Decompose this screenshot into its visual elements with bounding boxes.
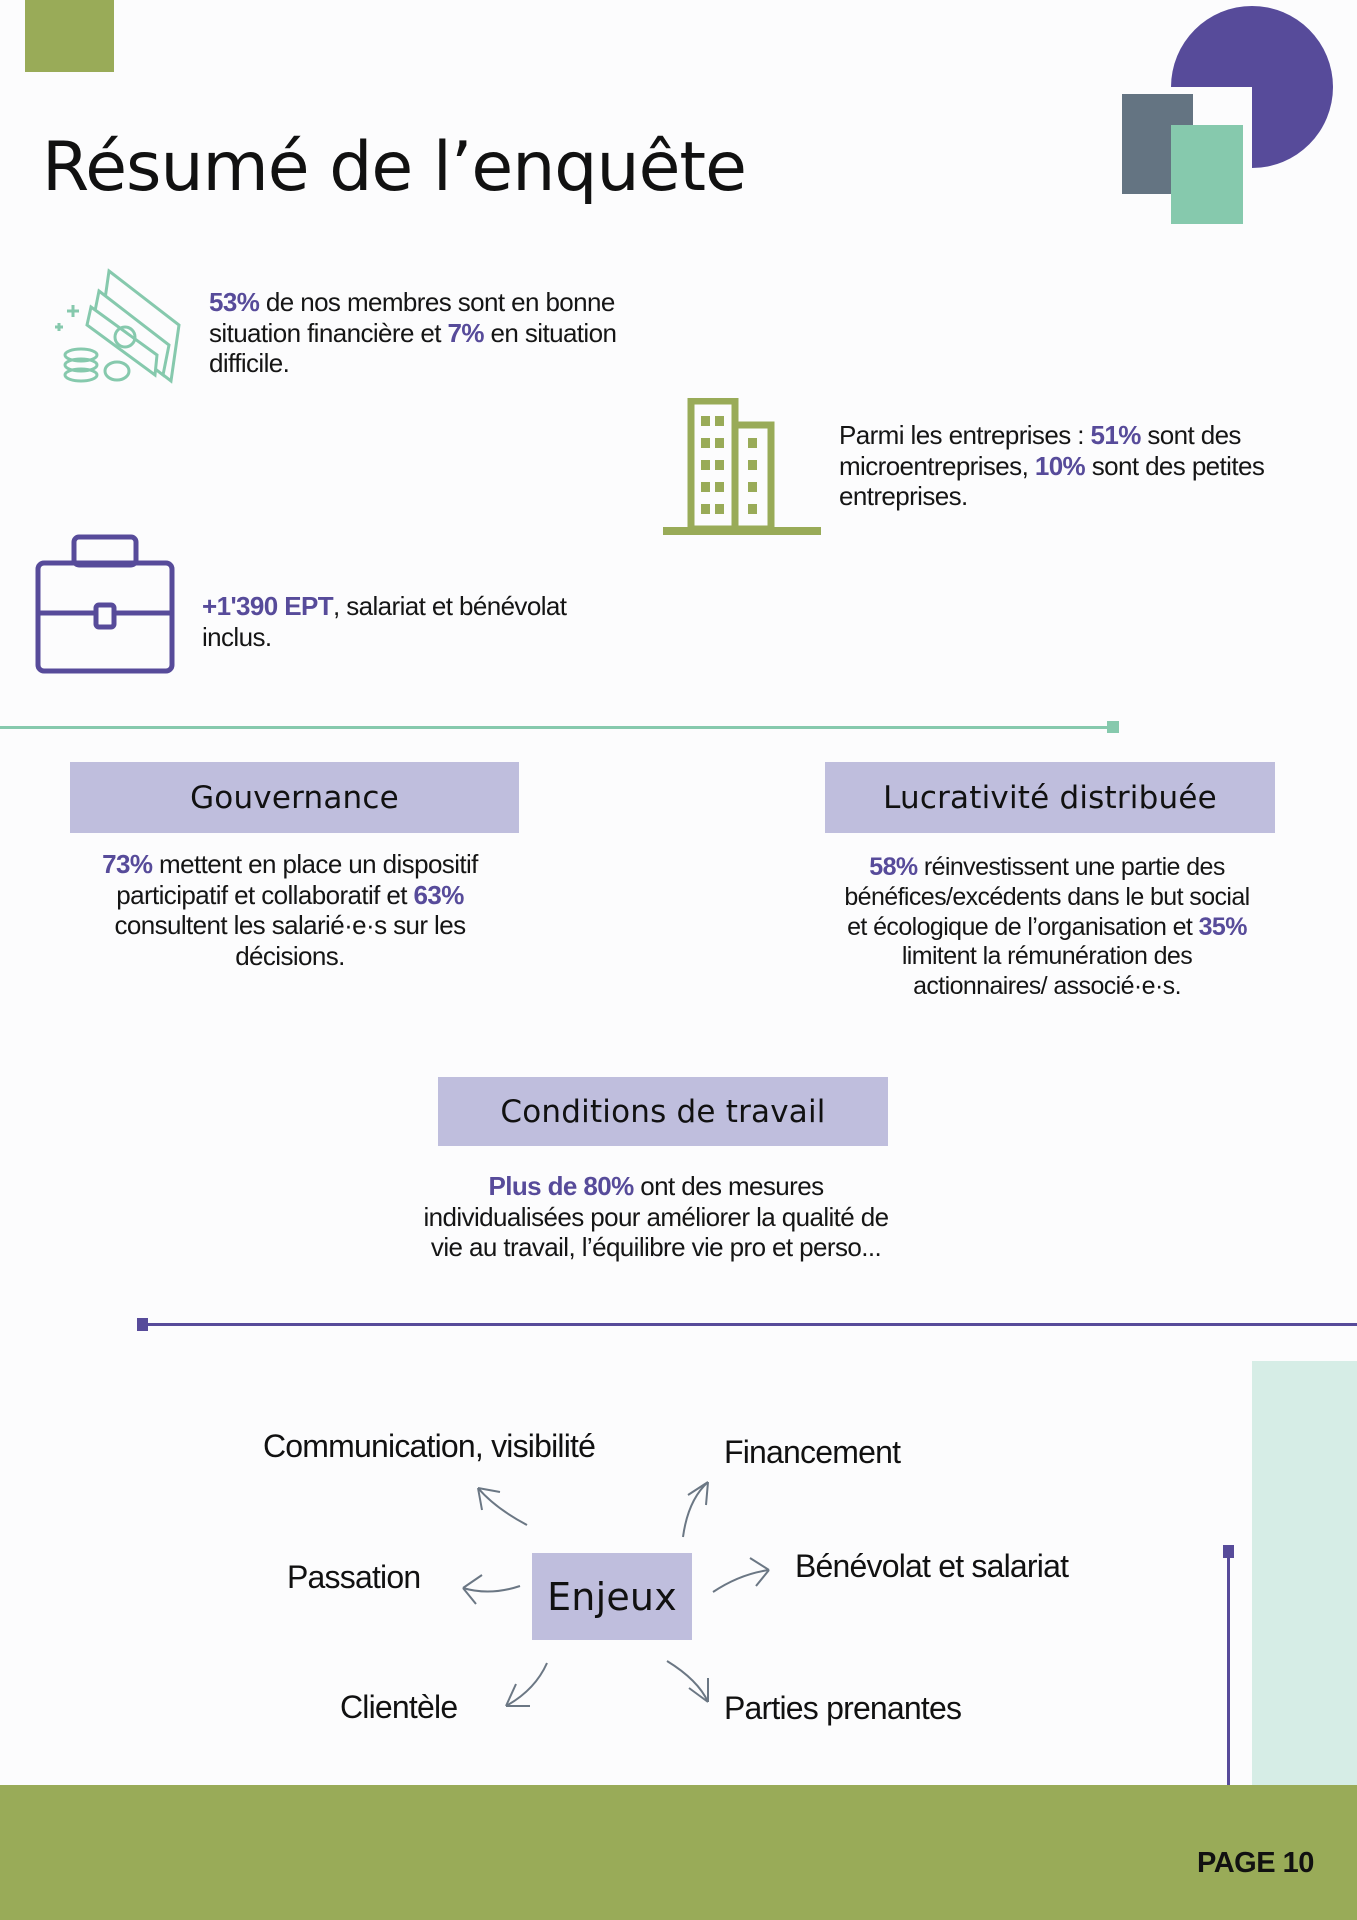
enjeu-communication: Communication, visibilité <box>263 1428 596 1464</box>
purple-divider <box>142 1323 1357 1326</box>
lucrativite-text: 58% réinvestissent une partie des bénéfi… <box>844 853 1250 1001</box>
page-number: PAGE 10 <box>1197 1847 1314 1879</box>
money-icon <box>55 268 181 384</box>
finance-stat: 53% de nos membres sont en bonne situati… <box>209 287 617 378</box>
arrow-benevolat <box>712 1557 770 1593</box>
purple-vertical-line <box>1227 1552 1230 1785</box>
lucrativite-heading: Lucrativité distribuée <box>825 762 1275 833</box>
enjeu-passation: Passation <box>287 1559 421 1595</box>
enjeu-financement: Financement <box>724 1434 901 1470</box>
teal-rect <box>1171 125 1243 224</box>
conditions-text: Plus de 80% ont des mesures individualis… <box>423 1171 890 1262</box>
page-title: Résumé de l’enquête <box>42 128 747 207</box>
gouvernance-text: 73% mettent en place un dispositif parti… <box>102 849 478 971</box>
purple-divider-end <box>137 1318 148 1331</box>
footer-band <box>0 1785 1357 1920</box>
mint-side-panel <box>1252 1361 1357 1785</box>
building-icon <box>663 398 821 535</box>
arrow-financement <box>682 1481 709 1538</box>
teal-divider <box>0 726 1110 729</box>
briefcase-icon <box>35 534 175 674</box>
arrow-clientele <box>505 1662 548 1707</box>
teal-divider-end <box>1107 721 1119 733</box>
enjeu-parties-prenantes: Parties prenantes <box>724 1690 962 1726</box>
enjeu-benevolat: Bénévolat et salariat <box>795 1548 1069 1584</box>
purple-vertical-line-end <box>1223 1545 1234 1558</box>
gouvernance-heading: Gouvernance <box>70 762 519 833</box>
enjeu-clientele: Clientèle <box>340 1689 458 1725</box>
arrow-parties <box>666 1660 709 1703</box>
arrow-communication <box>477 1487 528 1526</box>
companies-stat: Parmi les entreprises : 51% sont des mic… <box>839 420 1265 511</box>
arrow-passation <box>462 1574 521 1605</box>
decorative-shapes <box>1122 6 1333 224</box>
ept-stat: +1'390 EPT, salariat et bénévolat inclus… <box>202 591 567 652</box>
conditions-heading: Conditions de travail <box>438 1077 888 1146</box>
green-corner-square <box>25 0 114 72</box>
enjeux-center-box: Enjeux <box>532 1553 692 1640</box>
